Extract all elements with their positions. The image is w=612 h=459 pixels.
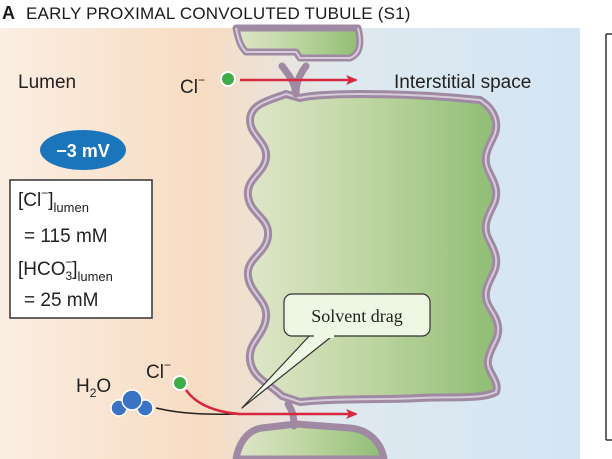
hco3-conc-sub: lumen bbox=[77, 269, 112, 284]
epithelial-cell-membrane-highlight bbox=[246, 92, 500, 404]
chloride-flow-curve bbox=[184, 389, 241, 416]
water-base: H bbox=[76, 376, 90, 397]
chloride-label-top: Cl− bbox=[180, 73, 205, 98]
water-molecule-icon bbox=[110, 389, 154, 417]
chloride-label-bottom: Cl− bbox=[146, 358, 171, 383]
callout-seam-cover bbox=[314, 330, 334, 338]
bicarbonate-concentration-value: = 25 mM bbox=[24, 290, 98, 311]
chloride-top-charge: − bbox=[198, 73, 205, 87]
chloride-ion-bottom bbox=[172, 375, 188, 391]
hco3-conc-charge: − bbox=[65, 255, 72, 269]
lumen-label: Lumen bbox=[18, 72, 76, 93]
epithelial-cell bbox=[243, 90, 503, 406]
concentration-box bbox=[9, 179, 153, 319]
panel-letter: A bbox=[2, 3, 15, 23]
cl-conc-sub: lumen bbox=[54, 200, 89, 215]
chloride-bottom-base: Cl bbox=[146, 362, 164, 383]
epithelial-cell-bottom bbox=[232, 420, 388, 459]
solvent-drag-callout bbox=[283, 293, 431, 337]
chloride-top-base: Cl bbox=[180, 77, 198, 98]
figure-title: EARLY PROXIMAL CONVOLUTED TUBULE (S1) bbox=[26, 4, 411, 23]
cl-conc-close: ] bbox=[48, 190, 53, 211]
chloride-concentration-value: = 115 mM bbox=[24, 226, 108, 247]
voltage-badge bbox=[40, 130, 126, 170]
chloride-concentration-label: [Cl−]lumen bbox=[18, 186, 89, 215]
water-sub: 2 bbox=[90, 386, 97, 400]
hco3-conc-close: ] bbox=[72, 259, 77, 280]
epithelial-cell-top-highlight bbox=[235, 27, 361, 59]
bicarbonate-concentration-label: [HCO3−]lumen bbox=[18, 255, 113, 284]
solvent-drag-label: Solvent drag bbox=[311, 306, 403, 326]
chloride-ion-top bbox=[220, 71, 236, 87]
chloride-bottom-charge: − bbox=[164, 358, 171, 372]
hco3-conc-subnum: 3 bbox=[66, 269, 73, 283]
cl-conc-charge: − bbox=[41, 186, 48, 200]
water-tail: O bbox=[96, 376, 111, 397]
interstitial-space-label: Interstitial space bbox=[394, 72, 531, 93]
tight-junction-top-right bbox=[292, 62, 310, 98]
hco3-conc-base: [HCO bbox=[18, 259, 66, 280]
voltage-badge-text: −3 mV bbox=[56, 141, 110, 161]
water-label: H2O bbox=[76, 376, 111, 400]
cl-conc-base: [Cl bbox=[18, 190, 41, 211]
